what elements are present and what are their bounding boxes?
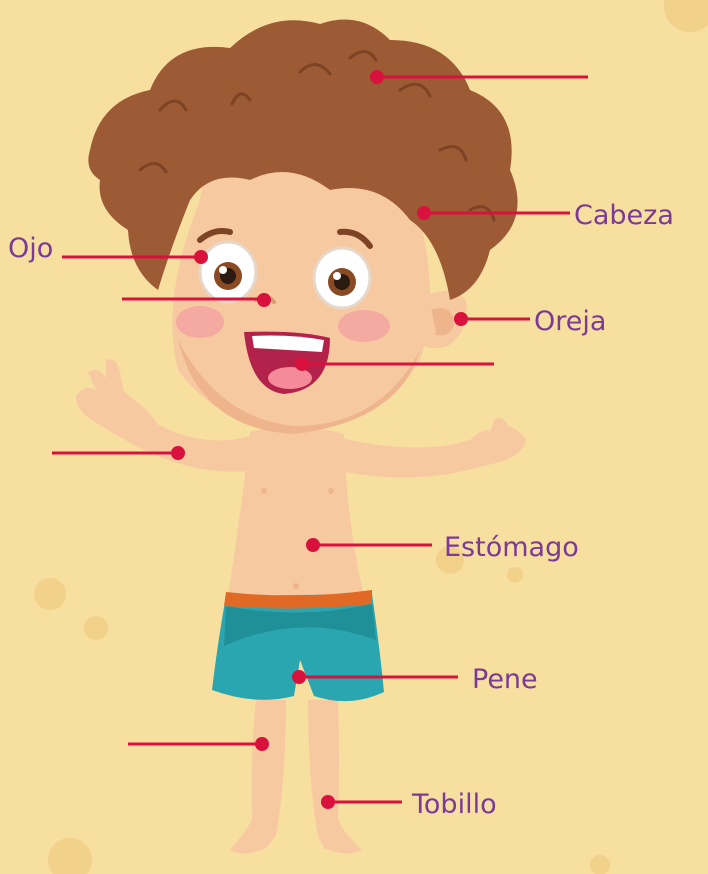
- label-penis: Pene: [472, 664, 538, 695]
- label-stomach: Estómago: [444, 532, 579, 563]
- face: [172, 127, 430, 430]
- label-head: Cabeza: [574, 200, 674, 231]
- waistband: [224, 590, 372, 609]
- label-ankle: Tobillo: [411, 789, 497, 820]
- hair-curls: [138, 50, 496, 222]
- eyes: [197, 228, 373, 310]
- leader-lines: [52, 70, 588, 809]
- legs: [230, 700, 362, 854]
- label-eye: Ojo: [8, 233, 53, 264]
- background-spots: [34, 0, 708, 874]
- torso: [228, 426, 364, 596]
- arms: [76, 359, 526, 478]
- label-ear: Oreja: [534, 306, 606, 337]
- hair: [88, 19, 518, 301]
